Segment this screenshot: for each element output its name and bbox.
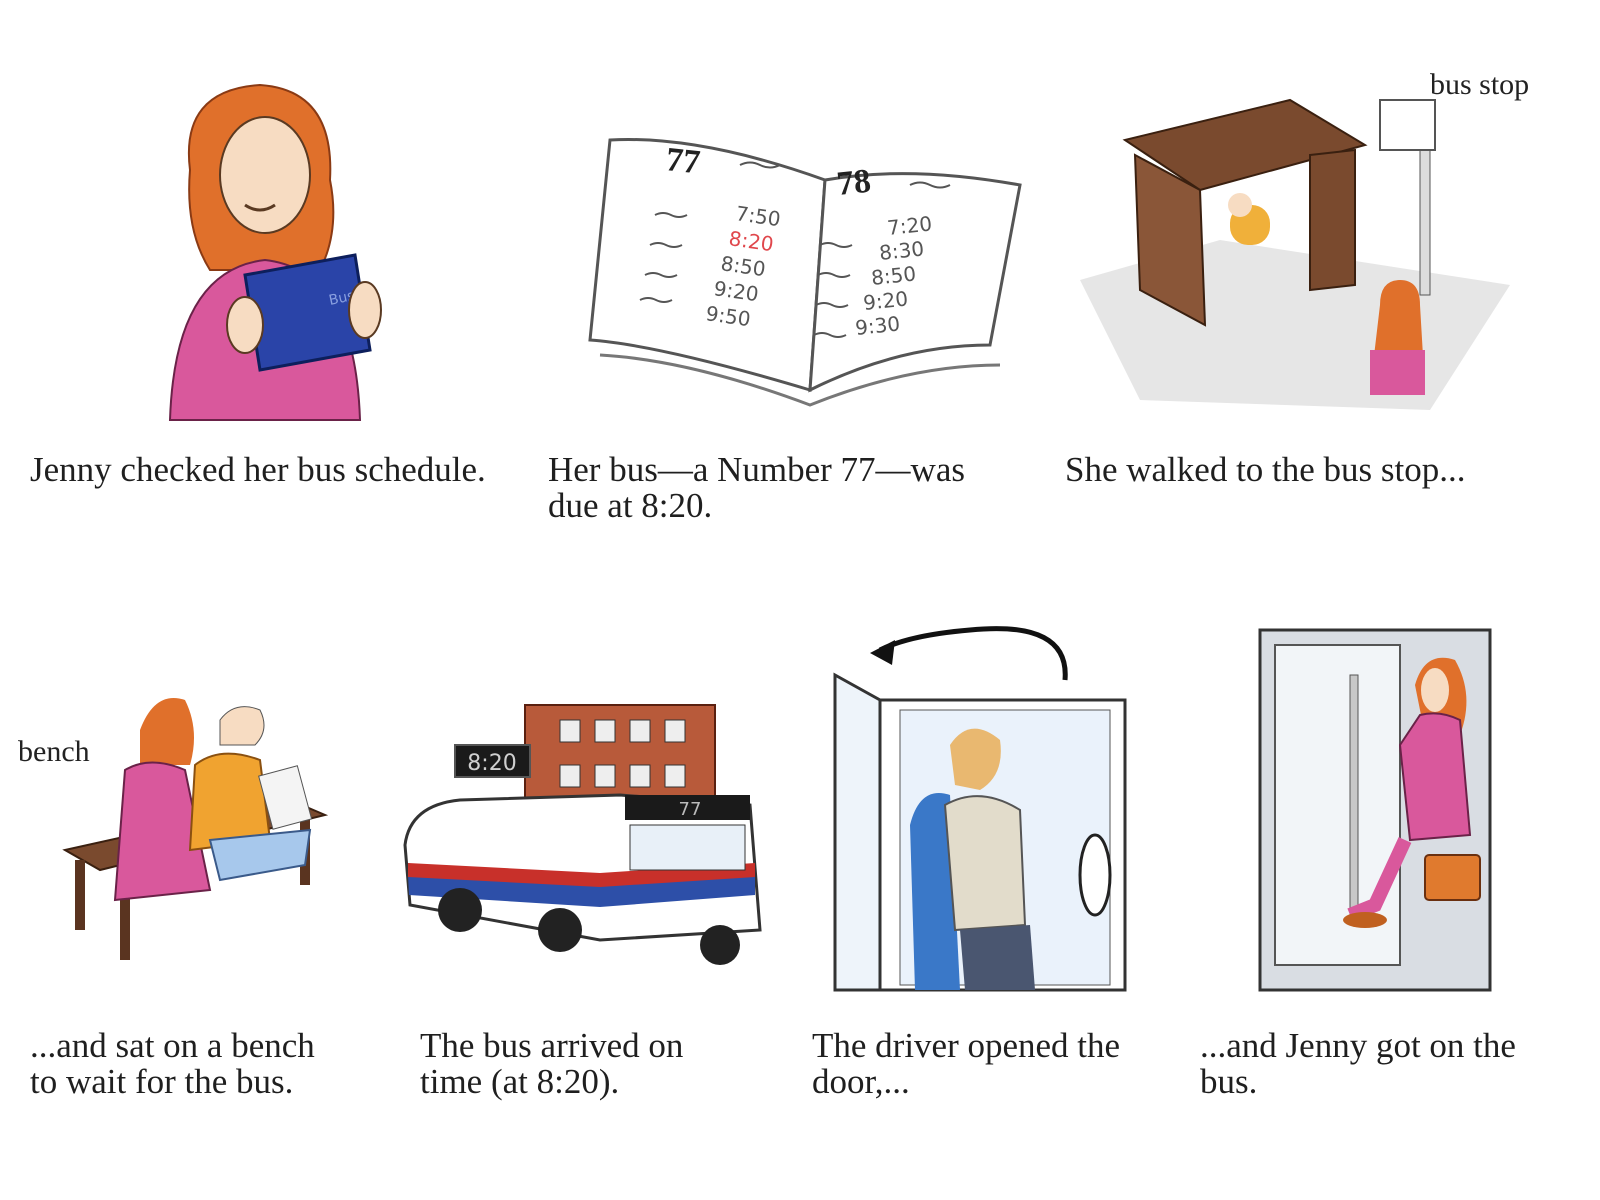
route-77-heading: 77 <box>664 141 702 181</box>
time-78-0: 7:20 <box>886 211 933 240</box>
bus-stop-label: bus stop <box>1430 68 1530 101</box>
caption-3: She walked to the bus stop... <box>1065 450 1466 489</box>
route-78-heading: 78 <box>835 163 873 203</box>
jenny-reading-illustration: Bus <box>168 83 382 421</box>
caption-1: Jenny checked her bus schedule. <box>30 450 486 489</box>
panel-bus-stop <box>1080 90 1520 410</box>
caption-5: The bus arrived on time (at 8:20). <box>420 1026 684 1101</box>
bus-stop-illustration <box>1080 98 1510 410</box>
jenny-boarding-illustration <box>1258 628 1492 992</box>
bench-illustration <box>62 698 329 960</box>
bus-route-display: 77 <box>679 799 702 820</box>
time-78-1: 8:30 <box>878 236 925 265</box>
driver-opening-door-illustration <box>833 626 1127 992</box>
panel-bus-arrives: 8:20 77 <box>400 695 770 995</box>
panel-driver <box>820 625 1140 995</box>
panel-boarding <box>1255 625 1495 995</box>
caption-2: Her bus—a Number 77—was due at 8:20. <box>548 450 965 525</box>
time-78-3: 9:20 <box>862 286 909 315</box>
caption-4: ...and sat on a bench to wait for the bu… <box>30 1026 315 1101</box>
bus-arriving-illustration: 8:20 77 <box>403 704 762 965</box>
caption-7: ...and Jenny got on the bus. <box>1200 1026 1516 1101</box>
open-schedule-book: 77 78 7:50 8:20 8:50 9:20 9:50 7:20 8:30… <box>588 138 1022 407</box>
time-78-4: 9:30 <box>854 311 901 340</box>
bench-label: bench <box>18 735 90 768</box>
time-sign: 8:20 <box>467 751 516 776</box>
caption-6: The driver opened the door,... <box>812 1026 1121 1101</box>
panel-open-schedule: 77 78 7:50 8:20 8:50 9:20 9:50 7:20 8:30… <box>580 115 1022 407</box>
panel-bench <box>60 690 360 990</box>
time-78-2: 8:50 <box>870 261 917 290</box>
panel-schedule: Bus <box>150 80 410 421</box>
